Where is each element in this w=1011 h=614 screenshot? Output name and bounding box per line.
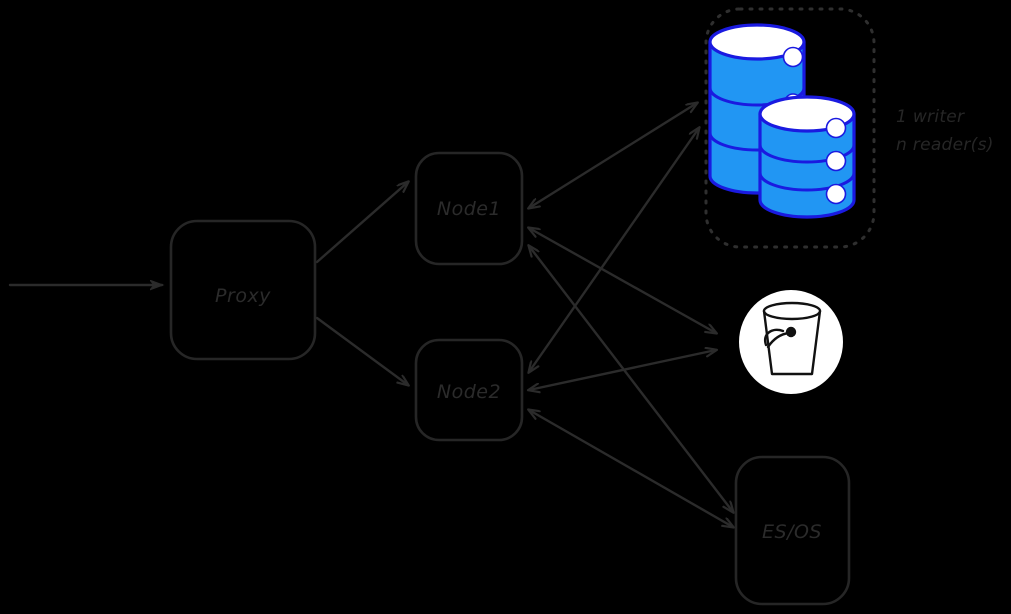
database-note-line2: n reader(s) [896, 135, 994, 155]
esos-box [734, 455, 851, 606]
esos-label: ES/OS [762, 521, 822, 543]
database-group[interactable] [704, 7, 876, 249]
database-cylinders-icon [708, 23, 856, 219]
edge-proxy-to-node2 [315, 316, 408, 385]
database-note-line1: 1 writer [896, 107, 965, 127]
bucket-node[interactable] [739, 290, 843, 394]
edge-node2-esos [529, 410, 733, 527]
node1-label: Node1 [437, 198, 501, 220]
proxy-box [169, 219, 317, 361]
database-note: 1 writer n reader(s) [896, 107, 994, 155]
proxy-node[interactable]: Proxy [169, 219, 317, 361]
node1-node[interactable]: Node1 [414, 151, 524, 266]
edge-node2-bucket [529, 350, 716, 390]
proxy-label: Proxy [215, 285, 271, 307]
edge-proxy-to-node1 [315, 182, 408, 264]
node2-label: Node2 [437, 381, 501, 403]
edge-node1-bucket [529, 228, 716, 333]
node2-box [414, 338, 524, 442]
esos-node[interactable]: ES/OS [734, 455, 851, 606]
node1-box [414, 151, 524, 266]
edge-node2-database [529, 128, 699, 372]
bucket-icon [762, 301, 822, 376]
edge-node1-database [529, 103, 697, 208]
node2-node[interactable]: Node2 [414, 338, 524, 442]
database-dotted-boundary [704, 7, 876, 249]
